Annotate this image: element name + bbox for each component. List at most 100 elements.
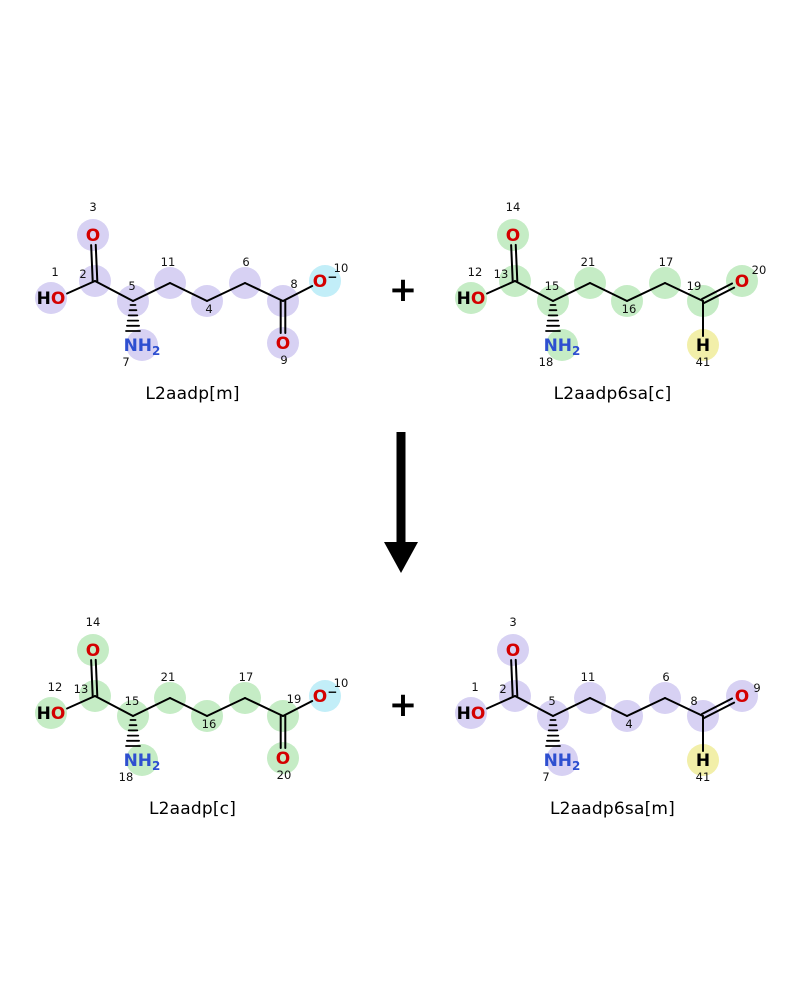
bond [244,282,284,302]
atom-number: 9 [753,681,760,695]
bond [169,282,208,302]
bond [486,280,516,295]
bond [552,697,591,717]
bond [206,697,246,717]
arrow-head [384,542,418,573]
atom-number: 19 [687,279,702,293]
atom-number: 21 [581,255,596,269]
atom-number: 9 [280,353,287,367]
bond [282,285,314,302]
plus-sign-top: + [388,270,418,310]
atom-highlight [455,697,487,729]
atom-number: 3 [509,615,516,629]
bond [626,697,666,717]
atom-label: HO [37,704,66,724]
double-bond-line [514,658,519,697]
bond [589,697,628,717]
bond [169,697,208,717]
atom-highlight [126,329,158,361]
atom-number: 4 [625,717,632,731]
atom-label: O [276,334,290,354]
atom-number: 13 [74,682,89,696]
bond [94,695,134,717]
atom-number: 6 [242,255,249,269]
atom-highlight [497,634,529,666]
atom-number: 10 [334,261,349,275]
atom-label: HO [457,289,486,309]
bond [664,282,704,302]
atom-highlight [267,327,299,359]
double-bond-line [90,244,94,283]
atom-label: O [86,226,100,246]
double-bond-line [510,244,514,283]
arrow-shaft [396,432,406,545]
bond [514,280,554,302]
atom-number: 14 [506,200,521,214]
bond [282,700,314,717]
atom-label: NH2 [124,336,161,358]
atom-number: 15 [545,279,560,293]
atom-number: 7 [122,355,129,369]
double-bond-line [510,659,514,698]
atom-highlight [546,329,578,361]
atom-label: NH2 [544,751,581,773]
atom-highlight [726,680,758,712]
atom-number: 2 [79,267,86,281]
atom-highlight [77,634,109,666]
atom-label: O [276,749,290,769]
atom-label: H [696,336,710,356]
atom-number: 6 [662,670,669,684]
molecule-name: L2aadp6sa[c] [553,384,672,404]
bond [664,697,704,717]
atom-number: 12 [48,680,63,694]
atom-number: 18 [539,355,554,369]
atom-number: 5 [128,279,135,293]
atom-label: O [506,226,520,246]
atom-number: 10 [334,676,349,690]
atom-number: 21 [161,670,176,684]
atom-number: 16 [202,717,217,731]
atom-label: O [735,687,749,707]
bond [486,695,516,710]
atom-number: 14 [86,615,101,629]
atom-number: 11 [161,255,176,269]
molecule-name: L2aadp6sa[m] [549,799,676,819]
double-bond-line [514,243,519,282]
atom-label: HO [457,704,486,724]
double-bond-line [94,243,99,282]
atom-number: 41 [696,770,711,784]
atom-number: 17 [659,255,674,269]
atom-number: 15 [125,694,140,708]
atom-number: 1 [51,265,58,279]
atom-highlight [309,680,341,712]
bond [132,282,171,302]
reaction-arrow-down-icon [384,432,418,573]
atom-label: O [735,272,749,292]
atom-highlight [77,219,109,251]
atom-label: O− [313,685,338,707]
atom-label: NH2 [544,336,581,358]
atom-highlight [726,265,758,297]
molecule-name: L2aadp[m] [145,384,240,404]
atom-number: 8 [290,277,297,291]
atom-highlight [687,329,719,361]
atom-label: HO [37,289,66,309]
bond [514,695,554,717]
double-bond-line [703,701,736,720]
atom-label: O [506,641,520,661]
atom-highlight [267,742,299,774]
atom-highlight [455,282,487,314]
bond [132,697,171,717]
atom-number: 8 [690,694,697,708]
atom-highlight [35,697,67,729]
bond [552,282,591,302]
atom-label: H [696,751,710,771]
atom-number: 2 [499,682,506,696]
atom-number: 3 [89,200,96,214]
